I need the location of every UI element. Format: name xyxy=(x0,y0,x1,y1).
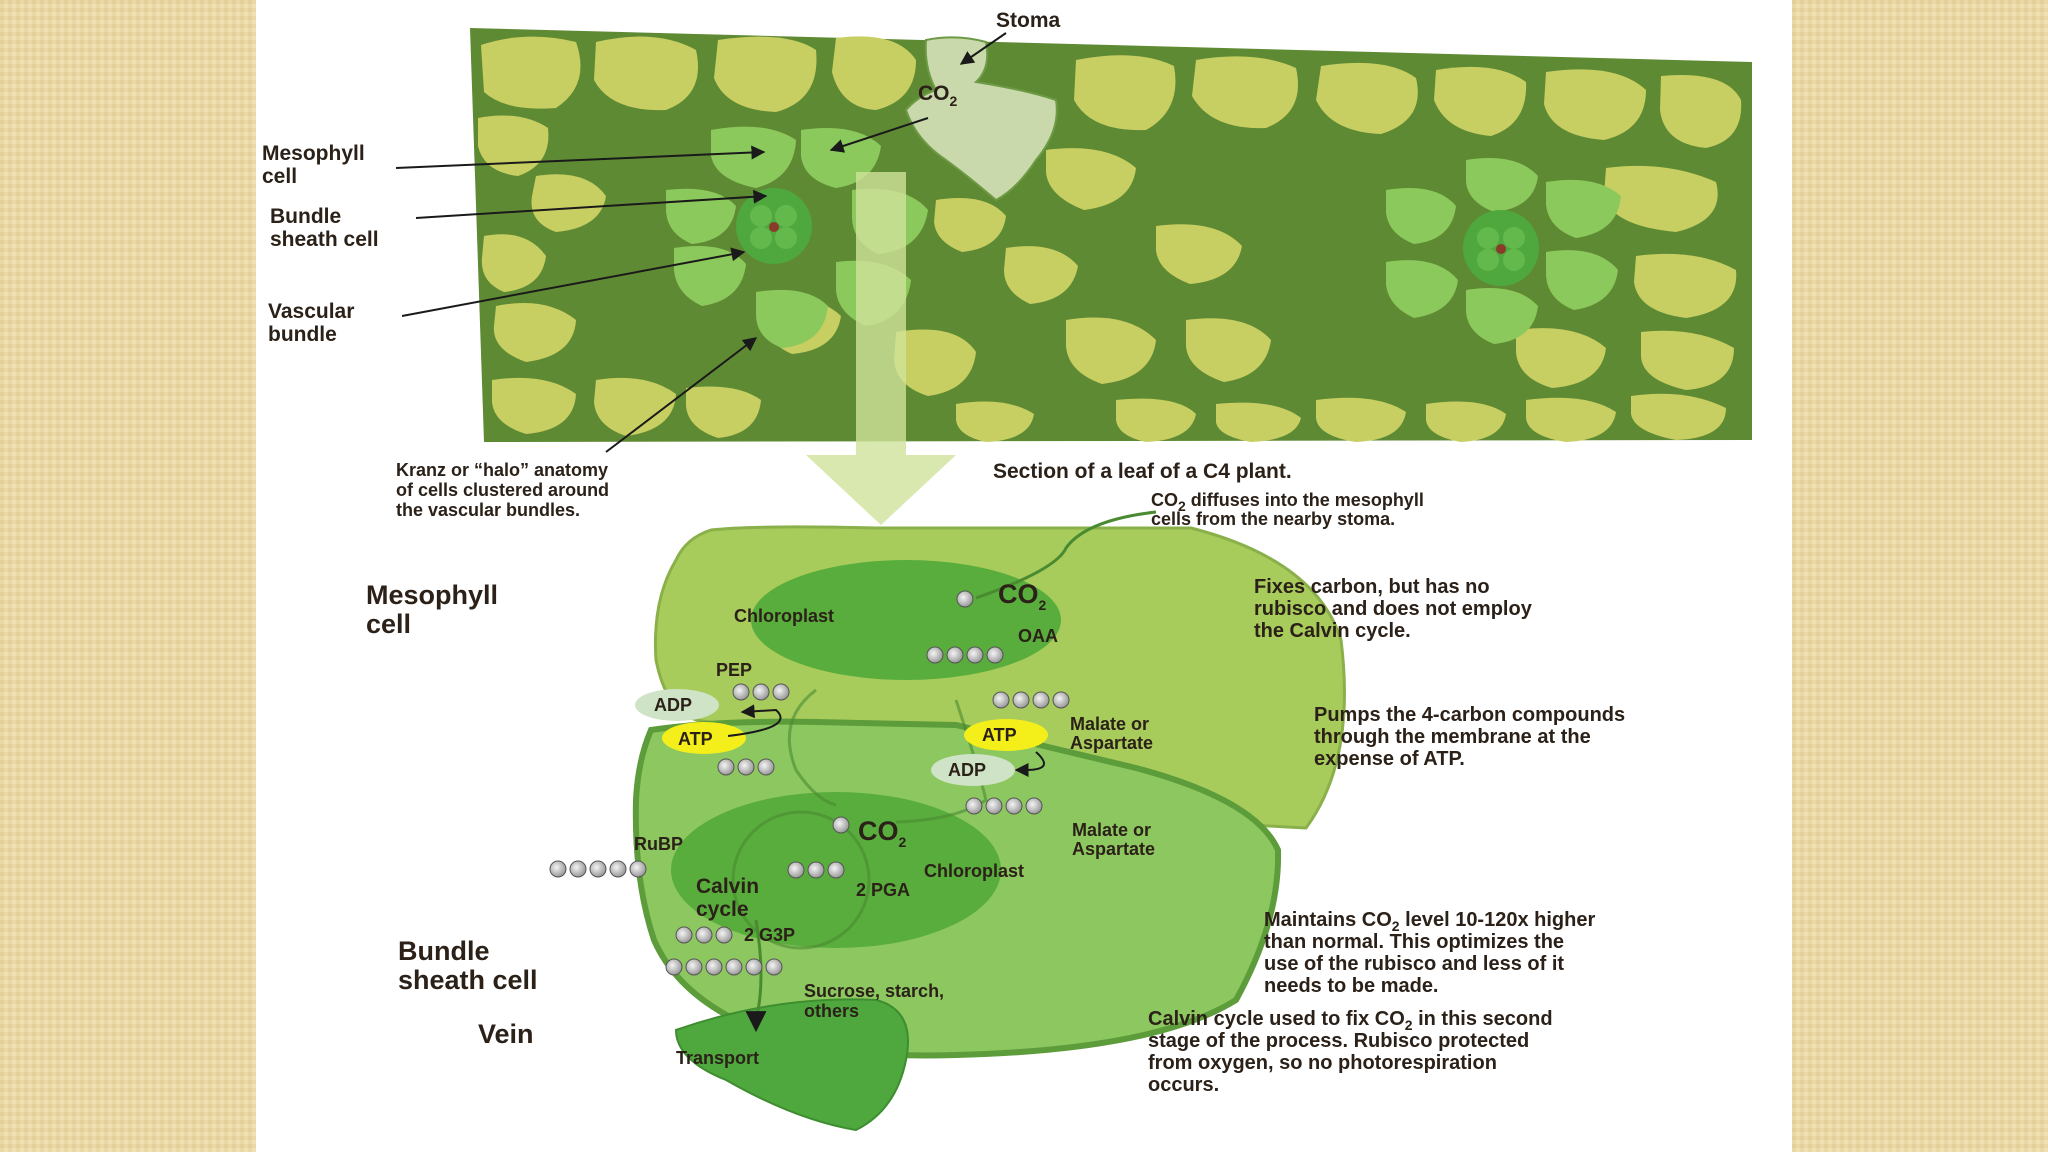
section-caption: Section of a leaf of a C4 plant. xyxy=(993,460,1292,483)
zoom-arrow xyxy=(806,172,956,525)
co2-diffuse-path xyxy=(975,510,1157,600)
atp-left-label: ATP xyxy=(678,729,713,749)
bundle-sheath-label-bottom: Bundle sheath cell xyxy=(398,936,538,995)
leaf-cross-section xyxy=(470,28,1752,442)
calvin-cycle-label: Calvin cycle xyxy=(696,875,765,921)
vascular-bundle-left xyxy=(736,188,812,264)
vein-shape xyxy=(674,998,909,1132)
co2-stoma-label: CO2 xyxy=(918,82,958,109)
carbon-sucrose xyxy=(665,958,783,976)
carbon-pep xyxy=(732,683,790,701)
malate-bottom-label: Malate or Aspartate xyxy=(1072,820,1156,859)
mesophyll-pointer-2 xyxy=(829,117,929,153)
sucrose-label: Sucrose, starch, others xyxy=(804,981,949,1021)
bundle-sheath-pointer xyxy=(415,189,768,219)
adp-left-label: ADP xyxy=(654,695,692,715)
co2-bottom-label: CO2 xyxy=(858,816,907,850)
vascular-bundle-pointer xyxy=(401,247,746,317)
note-fixes-carbon: Fixes carbon, but has no rubisco and doe… xyxy=(1254,576,1537,642)
mesophyll-pointer-1 xyxy=(395,145,766,169)
vein-label: Vein xyxy=(478,1019,534,1049)
malate-top-label: Malate or Aspartate xyxy=(1070,714,1154,753)
carbon-oaa xyxy=(926,646,1004,664)
carbon-co2-bottom xyxy=(832,816,850,834)
kranz-anatomy-label: Kranz or “halo” anatomy of cells cluster… xyxy=(396,460,614,520)
atp-right-bubble xyxy=(964,719,1048,751)
atp-left-bubble xyxy=(662,722,746,754)
carbon-rubp xyxy=(549,860,647,878)
note-pumps: Pumps the 4-carbon compounds through the… xyxy=(1314,704,1631,770)
chloroplast-top-label: Chloroplast xyxy=(734,606,834,626)
stoma-pointer xyxy=(959,32,1007,65)
pga-label: 2 PGA xyxy=(856,880,910,900)
carbon-pyruvate xyxy=(717,758,775,776)
mesophyll-chloroplast xyxy=(751,560,1061,680)
carbon-malate-top xyxy=(992,691,1070,709)
mesophyll-label-top: Mesophyll cell xyxy=(262,142,371,188)
c4-pathway xyxy=(549,510,1346,1132)
pep-label: PEP xyxy=(716,660,752,680)
chloroplast-bottom-label: Chloroplast xyxy=(924,861,1024,881)
stoma xyxy=(904,36,1058,202)
atp-right-label: ATP xyxy=(982,725,1017,745)
co2-diffuse-label: CO2 diffuses into the mesophyll cells fr… xyxy=(1151,490,1429,529)
carbon-pga xyxy=(787,861,845,879)
adp-right-bubble xyxy=(931,754,1015,786)
carbon-g3p xyxy=(675,926,733,944)
g3p-label: 2 G3P xyxy=(744,925,795,945)
adp-right-label: ADP xyxy=(948,760,986,780)
oaa-label: OAA xyxy=(1018,626,1058,646)
bundle-sheath-label-top: Bundle sheath cell xyxy=(270,205,379,251)
co2-top-label: CO2 xyxy=(998,579,1047,613)
adp-left-bubble xyxy=(635,689,719,721)
c4-photosynthesis-diagram: Stoma CO2 Mesophyll cell Bundle sheath c… xyxy=(262,9,1752,1132)
vascular-bundle-label: Vascular bundle xyxy=(268,300,360,346)
export-path xyxy=(745,919,767,1033)
atp-left-curve xyxy=(727,704,782,737)
transport-label: Transport xyxy=(676,1048,759,1068)
calvin-cycle-ring xyxy=(731,810,871,950)
carbon-co2-top xyxy=(956,590,974,608)
mesophyll-label-bottom: Mesophyll cell xyxy=(366,580,506,639)
stoma-label: Stoma xyxy=(996,9,1061,32)
atp-right-curve xyxy=(1014,751,1045,777)
carbon-malate-bottom xyxy=(965,797,1043,815)
note-calvin-cycle: Calvin cycle used to fix CO2 in this sec… xyxy=(1148,1008,1558,1096)
rubp-label: RuBP xyxy=(634,834,683,854)
bundle-sheath-cells-right xyxy=(1386,158,1621,344)
mesophyll-cells xyxy=(478,36,1742,442)
note-maintains-co2: Maintains CO2 level 10-120x higher than … xyxy=(1264,909,1601,997)
kranz-pointer xyxy=(605,337,758,453)
vascular-bundle-right xyxy=(1463,210,1539,286)
